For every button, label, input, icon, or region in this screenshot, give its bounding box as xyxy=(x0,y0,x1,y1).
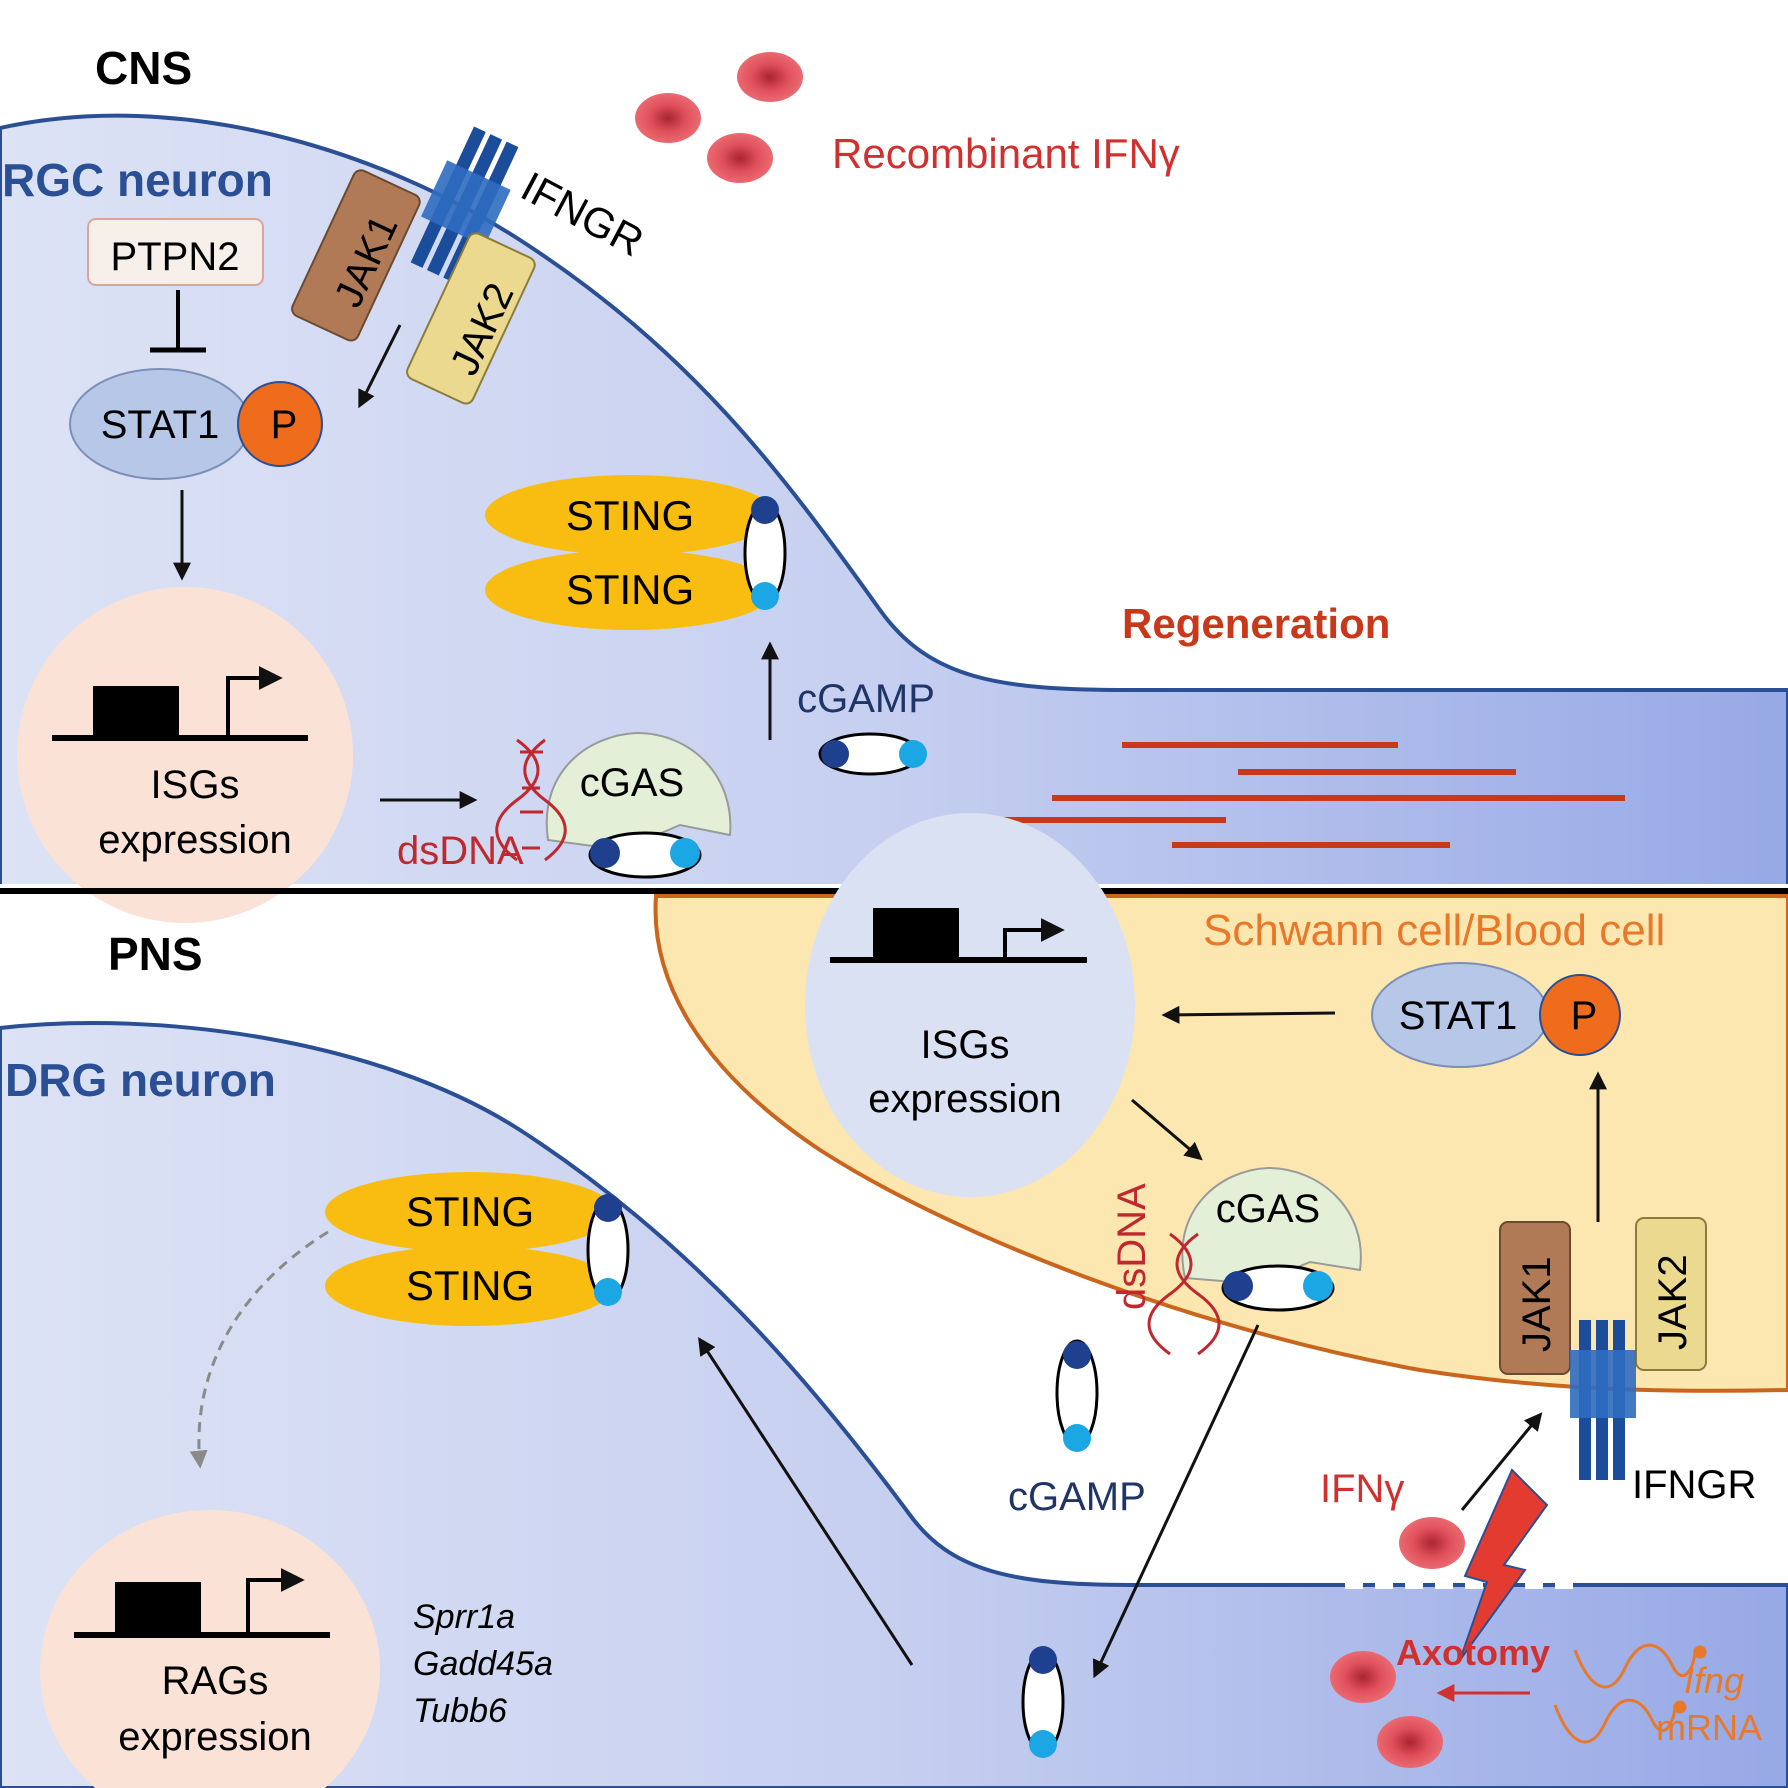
pns-cgas xyxy=(1181,1166,1362,1286)
recombinant-ifng-label: Recombinant IFNγ xyxy=(832,130,1180,177)
pns-dsdna-helix-icon xyxy=(1147,1232,1221,1356)
pns-jak2-label: JAK2 xyxy=(1651,1254,1695,1350)
cns-cgas-cgamp xyxy=(588,831,702,879)
pns-sting-top-label: STING xyxy=(406,1188,534,1235)
pns-cgas-label: cGAS xyxy=(1216,1187,1320,1231)
pns-ifngr-receptor xyxy=(1570,1320,1636,1480)
pns-jak1 xyxy=(1499,1221,1571,1375)
jak-to-stat1-arrow xyxy=(358,324,402,409)
schwann-nucleus xyxy=(805,813,1135,1197)
pns-jak1-label: JAK1 xyxy=(1515,1256,1559,1352)
promoter-arrow-icon xyxy=(226,666,283,736)
promoter-arrow-icon xyxy=(1003,918,1065,958)
cns-cgamp-label: cGAMP xyxy=(797,677,935,721)
pns-dsdna-label: dsDNA xyxy=(1110,1183,1154,1310)
pns-phospho-label: P xyxy=(1571,994,1598,1038)
cns-sting-bottom xyxy=(485,550,775,630)
drg-nucleus-line2: expression xyxy=(118,1715,311,1759)
pns-cgas-cgamp xyxy=(1221,1264,1335,1312)
rag-gene-label: Gadd45a xyxy=(413,1645,553,1683)
pns-cgamp-molecule xyxy=(1055,1339,1099,1452)
schwann-nucleus-line1: ISGs xyxy=(921,1023,1010,1067)
neuron-cgamp-molecule xyxy=(1021,1646,1065,1758)
cns-ifng-blob xyxy=(737,52,803,102)
gene-box-icon xyxy=(115,1582,201,1632)
pns-stat1-label: STAT1 xyxy=(1399,994,1518,1038)
cns-jak2 xyxy=(406,232,536,405)
cns-ifngr-receptor xyxy=(410,126,519,284)
rag-gene-label: Tubb6 xyxy=(413,1692,507,1730)
ptpn2-box xyxy=(87,218,264,286)
pns-sting-cgamp xyxy=(586,1194,630,1306)
pns-section-label: PNS xyxy=(108,928,203,980)
sting-to-rags-arrow xyxy=(189,1230,329,1469)
cns-nucleus-line1: ISGs xyxy=(151,763,240,807)
ifng-to-receptor-arrow xyxy=(1460,1412,1543,1511)
pns-cgamp-label: cGAMP xyxy=(1008,1475,1146,1519)
pns-jak2 xyxy=(1635,1217,1707,1371)
cns-sting-cgamp xyxy=(743,496,787,610)
axotomy-lightning-icon xyxy=(1459,1468,1549,1661)
cns-cgas-label: cGAS xyxy=(580,761,684,805)
ptpn2-label: PTPN2 xyxy=(111,235,240,279)
regeneration-axon-lines xyxy=(1002,742,1625,848)
cns-dsdna-helix-icon xyxy=(495,738,567,862)
cns-phospho-group xyxy=(237,381,323,467)
rgc-nucleus xyxy=(17,587,353,923)
schwann-cell-label: Schwann cell/Blood cell xyxy=(1203,906,1665,955)
promoter-arrow-icon xyxy=(246,1568,305,1633)
cns-ifng-blob xyxy=(707,133,773,183)
cns-sting-top xyxy=(485,475,775,555)
cns-sting-top-label: STING xyxy=(566,492,694,539)
mrna-label-line1: Ifng xyxy=(1684,1660,1744,1701)
nucleus-to-cgas-arrow xyxy=(1131,1098,1203,1161)
gene-box-icon xyxy=(93,686,179,736)
stat1-to-nucleus-arrow xyxy=(1161,1005,1336,1024)
pns-sting-bottom xyxy=(325,1246,615,1326)
drg-nucleus-line1: RAGs xyxy=(162,1659,269,1703)
cns-dsdna-label: dsDNA xyxy=(397,829,524,873)
cns-section-label: CNS xyxy=(95,42,192,94)
pns-ifngr-label: IFNGR xyxy=(1632,1463,1756,1507)
pns-ifng-blob xyxy=(1399,1517,1465,1569)
regeneration-label: Regeneration xyxy=(1122,600,1390,647)
pns-sting-top xyxy=(325,1172,615,1252)
pns-phospho-group xyxy=(1539,974,1621,1056)
cns-nucleus-line2: expression xyxy=(98,818,291,862)
pns-ifng-blob xyxy=(1377,1716,1443,1768)
pns-ifng-label: IFNγ xyxy=(1320,1467,1404,1511)
cns-ifng-blob xyxy=(635,93,701,143)
cns-jak1 xyxy=(291,169,421,342)
mrna-label-line2: mRNA xyxy=(1656,1707,1762,1748)
gene-box-icon xyxy=(873,908,959,958)
cns-stat1-label: STAT1 xyxy=(101,403,220,447)
cns-phospho-label: P xyxy=(271,403,298,447)
pns-ifng-blob xyxy=(1330,1651,1396,1703)
pns-panel: PNS DRG neuron Schwann cell/Blood cell I… xyxy=(0,813,1788,1788)
rgc-neuron-label: RGC neuron xyxy=(2,154,273,206)
cns-cgas xyxy=(545,731,732,852)
axotomy-label: Axotomy xyxy=(1396,1632,1550,1673)
drg-neuron-label: DRG neuron xyxy=(5,1054,276,1106)
ifng-mrna-icon xyxy=(1553,1643,1707,1744)
cgamp-to-sting-arrow xyxy=(698,1336,914,1666)
pns-sting-bottom-label: STING xyxy=(406,1262,534,1309)
cns-cgamp-molecule xyxy=(818,732,927,776)
cns-sting-bottom-label: STING xyxy=(566,566,694,613)
schwann-nucleus-line2: expression xyxy=(868,1077,1061,1121)
cns-panel: CNS RGC neuron Recombinant IFNγ IFNGR JA… xyxy=(0,42,1788,923)
cgas-cgamp-to-neuron-arrow xyxy=(1092,1324,1260,1679)
rag-gene-label: Sprr1a xyxy=(413,1598,515,1636)
